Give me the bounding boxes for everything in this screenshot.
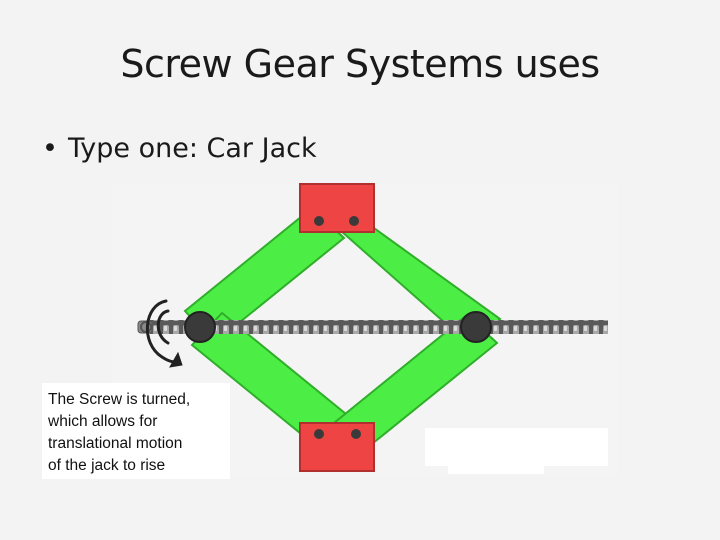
- pivot-left: [184, 311, 216, 343]
- jack-arms: [183, 206, 502, 453]
- bottom-pad-bolt-right: [351, 429, 361, 439]
- bottom-pad: [299, 422, 375, 472]
- rotation-arrow-icon: [146, 299, 183, 368]
- bullet-text: Type one: Car Jack: [68, 133, 317, 164]
- blank-label-box-lower: [448, 460, 544, 474]
- top-pad-bolt-right: [349, 216, 359, 226]
- caption-line: which allows for: [48, 413, 158, 430]
- slide-title: Screw Gear Systems uses: [120, 42, 600, 86]
- caption-line: The Screw is turned,: [48, 391, 191, 408]
- screw-rod: [150, 320, 608, 334]
- pivot-right: [460, 311, 492, 343]
- caption-box: The Screw is turned, which allows for tr…: [42, 383, 230, 479]
- bullet-item: • Type one: Car Jack: [42, 133, 317, 164]
- top-pad: [299, 183, 375, 233]
- caption-line: of the jack to rise: [48, 457, 166, 474]
- bullet-marker: •: [42, 133, 58, 164]
- blank-label-box: [425, 428, 608, 466]
- caption-line: translational motion: [48, 435, 183, 452]
- bottom-pad-bolt-left: [314, 429, 324, 439]
- top-pad-bolt-left: [314, 216, 324, 226]
